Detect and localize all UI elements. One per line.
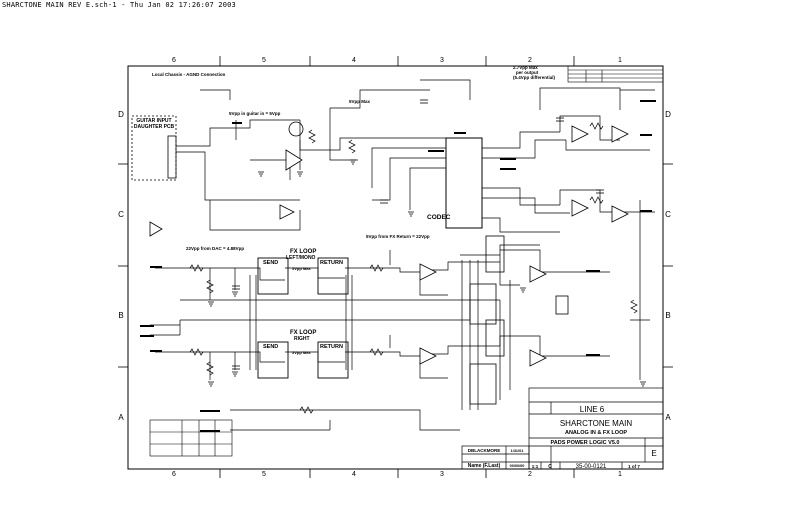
document-header: SHARCTONE MAIN REV E.sch-1 - Thu Jan 02 … xyxy=(2,1,236,9)
jumper-table xyxy=(149,419,233,457)
codec-ic xyxy=(445,137,483,229)
revision-block xyxy=(567,65,664,83)
fx-return-left-jack xyxy=(317,257,349,295)
opamps xyxy=(149,125,629,367)
fx-return-left-label: RETURN xyxy=(320,260,343,266)
vpp-max-left: 5Vpp Max xyxy=(292,266,311,271)
title-checked-by: Name (F.Last) xyxy=(468,463,501,469)
net-labels xyxy=(140,100,656,432)
fx-send-right-jack xyxy=(257,341,289,379)
zone-col-5-bottom: 5 xyxy=(262,471,266,478)
title-scale: 1:1 xyxy=(532,464,539,469)
fx-send-left-jack xyxy=(257,257,289,295)
zone-col-2: 2 xyxy=(528,57,532,64)
sheet-border xyxy=(127,65,664,470)
zone-col-1-bottom: 1 xyxy=(618,471,622,478)
title-block xyxy=(461,387,664,470)
zone-col-4: 4 xyxy=(352,57,356,64)
ground-symbols xyxy=(208,159,646,387)
fx-loop-right-title-2: RIGHT xyxy=(294,336,310,342)
zone-row-a: A xyxy=(118,413,124,422)
fx-loop-left-title-1: FX LOOP xyxy=(290,249,316,255)
zone-ticks-top xyxy=(118,56,673,478)
title-subtitle: ANALOG IN & FX LOOP xyxy=(565,430,627,436)
zone-col-1: 1 xyxy=(618,57,622,64)
local-chassis-label: Local Chassis - AGND Connection xyxy=(152,72,226,77)
fx-loop-right-title-1: FX LOOP xyxy=(290,330,316,336)
zone-col-3: 3 xyxy=(440,57,444,64)
vpp-out-label-3: (5.4Vpp differential) xyxy=(513,75,556,80)
fx-send-right-label: SEND xyxy=(263,344,278,350)
resistors xyxy=(189,122,638,414)
zone-col-5: 5 xyxy=(262,57,266,64)
zone-row-c: C xyxy=(118,210,124,219)
title-company: LINE 6 xyxy=(580,405,605,414)
guitar-pcb-label-1: GUITAR INPUT xyxy=(136,118,171,124)
fx-return-right-jack xyxy=(317,341,349,379)
switch-ics xyxy=(469,235,569,405)
title-doc-number: 35-00-0121 xyxy=(576,464,607,470)
guitar-pcb-label-2: DAUGHTER PCB xyxy=(134,124,175,130)
zone-col-2-bottom: 2 xyxy=(528,471,532,478)
zone-col-3-bottom: 3 xyxy=(440,471,444,478)
vpp-out-label-2: per output xyxy=(516,70,539,75)
title-drawn-date: 1/31/01 xyxy=(511,449,524,453)
title-drawn-by: DBLACKMORE xyxy=(468,448,501,453)
transistor-symbol xyxy=(288,121,304,137)
zone-col-6-bottom: 6 xyxy=(172,471,176,478)
vpp-max-right: 5Vpp Max xyxy=(292,350,311,355)
vpp-guitar-label: 5Vpp in guitar in = 5Vpp xyxy=(229,111,281,116)
title-size: C xyxy=(548,464,552,470)
vpp-dac-label: 22Vpp from DAC = 4.88Vpp xyxy=(186,246,244,251)
zone-row-b-right: B xyxy=(665,311,670,320)
zone-row-c-right: C xyxy=(665,210,671,219)
zone-row-a-right: A xyxy=(665,413,671,422)
zone-col-4-bottom: 4 xyxy=(352,471,356,478)
zone-col-6: 6 xyxy=(172,57,176,64)
zone-row-b: B xyxy=(118,311,123,320)
vpp-out-label-1: 2.7Vpp Max xyxy=(513,65,538,70)
title-software: PADS POWER LOGIC V5.0 xyxy=(551,440,620,446)
zone-row-d: D xyxy=(118,110,124,119)
fx-loop-left-title-2: LEFT/MONO xyxy=(286,255,316,261)
codec-label: CODEC xyxy=(427,214,451,221)
title-checked-date: 00/00/00 xyxy=(510,464,525,468)
schematic-wiring xyxy=(150,79,655,431)
fx-return-right-label: RETURN xyxy=(320,344,343,350)
vpp-fx-return-label: 5Vpp from FX Return = 22Vpp xyxy=(366,234,430,239)
fx-send-left-label: SEND xyxy=(263,260,278,266)
title-main: SHARCTONE MAIN xyxy=(560,419,633,428)
title-sheet: 1 of 7 xyxy=(628,464,640,469)
guitar-connector xyxy=(167,135,177,179)
title-rev-letter: E xyxy=(651,449,656,458)
zone-row-d-right: D xyxy=(665,110,671,119)
capacitors xyxy=(232,99,604,370)
